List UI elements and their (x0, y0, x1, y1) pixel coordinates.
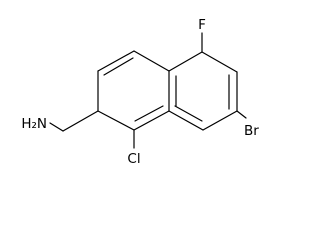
bond-c8-c8a (168, 110, 204, 131)
molecule-structure: F Br Cl H₂N (21, 17, 259, 167)
bond-c7-br (236, 110, 247, 119)
bond-c7-c8 (202, 110, 238, 131)
bond-c5-c6 (201, 51, 238, 73)
bond-c4-c3-inner (103, 57, 134, 76)
bromine-label: Br (244, 123, 259, 139)
bond-c8-c8a-inner (174, 105, 203, 122)
amine-label: H₂N (21, 116, 47, 132)
bond-c4a-c4 (133, 50, 170, 72)
bond-c1-c8a-inner (134, 105, 164, 122)
bond-c2-ch2 (62, 110, 99, 132)
bond-ch2-n (49, 122, 64, 132)
fluorine-label: F (198, 17, 206, 33)
bond-c4a-c5 (168, 51, 203, 72)
bond-c2-c1 (97, 110, 135, 131)
chlorine-label: Cl (127, 151, 140, 167)
bond-c1-c8a (133, 110, 170, 131)
bond-c4-c3 (97, 50, 135, 72)
